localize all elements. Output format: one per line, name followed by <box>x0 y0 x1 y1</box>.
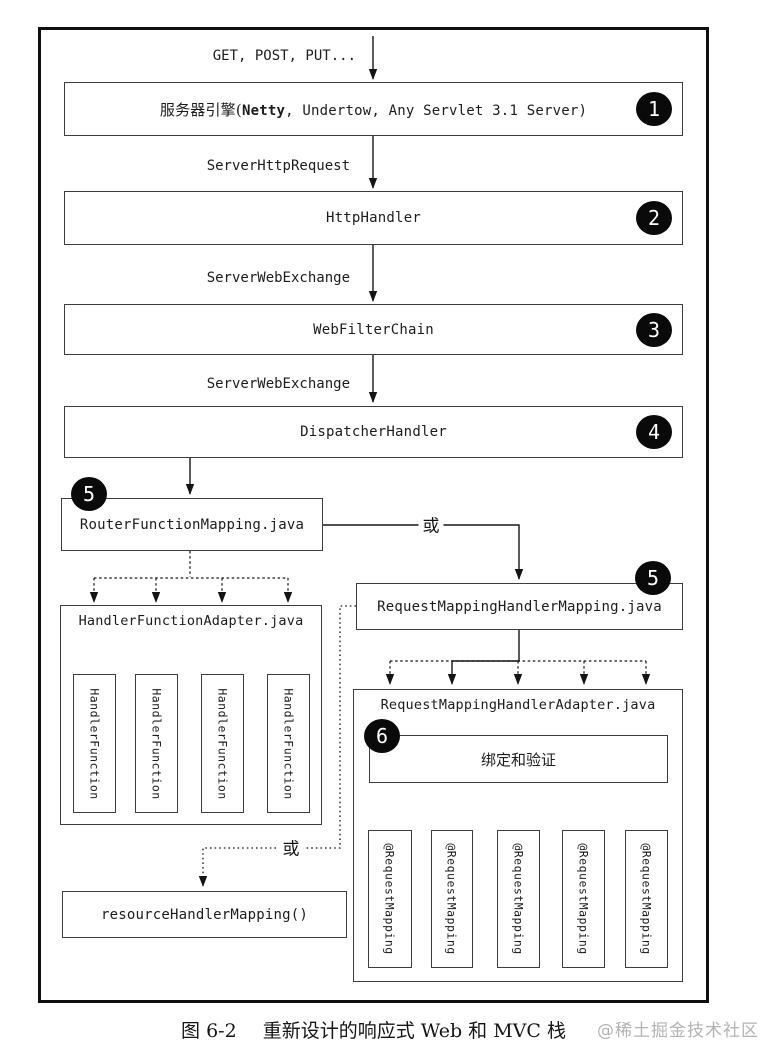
server-engine-label-prefix: 服务器引擎( <box>159 100 242 119</box>
dispatcher-handler-label: DispatcherHandler <box>300 424 447 440</box>
handler-function-box: HandlerFunction <box>201 674 244 813</box>
request-mapping-box: @RequestMapping <box>497 830 540 968</box>
server-engine-label-suffix: , Undertow, Any Servlet 3.1 Server) <box>285 102 588 119</box>
resource-handler-mapping-label: resourceHandlerMapping() <box>100 906 309 923</box>
handler-function-label: HandlerFunction <box>215 687 230 800</box>
resource-handler-mapping-box: resourceHandlerMapping() <box>62 891 347 938</box>
handler-function-box: HandlerFunction <box>135 674 178 813</box>
step-badge-5-request: 5 <box>635 561 671 595</box>
web-filter-chain-box: WebFilterChain <box>64 304 683 355</box>
request-mapping-label: @RequestMapping <box>576 843 591 955</box>
watermark-text: @稀土掘金技术社区 <box>597 1021 759 1041</box>
request-mapping-label: @RequestMapping <box>383 843 398 955</box>
entry-method-label: GET, POST, PUT... <box>212 48 356 64</box>
dispatcher-handler-box: DispatcherHandler <box>64 406 683 458</box>
step-badge-1: 1 <box>636 92 672 126</box>
handler-function-label: HandlerFunction <box>149 687 164 800</box>
request-mapping-label: @RequestMapping <box>445 843 460 955</box>
step-badge-5-router: 5 <box>71 477 107 511</box>
http-handler-label: HttpHandler <box>326 210 421 226</box>
handler-function-label: HandlerFunction <box>281 687 296 800</box>
edge-label-server-web-exchange-2: ServerWebExchange <box>206 376 350 392</box>
server-engine-box: 服务器引擎(Netty, Undertow, Any Servlet 3.1 S… <box>64 82 683 136</box>
request-mapping-label: @RequestMapping <box>511 843 526 955</box>
request-mapping-label: @RequestMapping <box>639 843 654 955</box>
request-mapping-handler-mapping-box: RequestMappingHandlerMapping.java <box>356 583 683 630</box>
figure-number: 图 6-2 <box>181 1020 237 1042</box>
router-function-mapping-label: RouterFunctionMapping.java <box>79 516 305 533</box>
binding-validation-box: 绑定和验证 <box>369 735 668 783</box>
handler-function-box: HandlerFunction <box>267 674 310 813</box>
server-engine-label: 服务器引擎(Netty, Undertow, Any Servlet 3.1 S… <box>160 99 587 120</box>
figure-caption: 图 6-2 重新设计的响应式 Web 和 MVC 栈 <box>38 1016 709 1043</box>
request-mapping-box: @RequestMapping <box>368 830 412 968</box>
edge-label-server-http-request: ServerHttpRequest <box>206 158 350 174</box>
step-badge-6: 6 <box>364 719 400 753</box>
handler-function-label: HandlerFunction <box>87 687 102 800</box>
request-mapping-box: @RequestMapping <box>431 830 473 968</box>
outer-frame <box>38 27 709 1003</box>
step-badge-3: 3 <box>636 313 672 347</box>
router-function-mapping-box: RouterFunctionMapping.java <box>61 498 323 551</box>
handler-function-box: HandlerFunction <box>73 674 116 813</box>
figure-title: 重新设计的响应式 Web 和 MVC 栈 <box>262 1020 566 1042</box>
edge-label-server-web-exchange-1: ServerWebExchange <box>206 270 350 286</box>
server-engine-label-netty: Netty <box>241 102 286 119</box>
step-badge-4: 4 <box>636 415 672 449</box>
http-handler-box: HttpHandler <box>64 191 683 245</box>
web-filter-chain-label: WebFilterChain <box>313 321 434 338</box>
handler-function-adapter-title: HandlerFunctionAdapter.java <box>78 613 304 629</box>
binding-validation-label: 绑定和验证 <box>480 750 556 769</box>
request-mapping-handler-mapping-label: RequestMappingHandlerMapping.java <box>377 598 662 615</box>
request-mapping-box: @RequestMapping <box>625 830 668 968</box>
step-badge-2: 2 <box>636 201 672 235</box>
or-label-2: 或 <box>278 834 304 860</box>
or-label-1: 或 <box>418 511 444 537</box>
request-mapping-box: @RequestMapping <box>562 830 605 968</box>
request-mapping-handler-adapter-title: RequestMappingHandlerAdapter.java <box>380 697 656 713</box>
